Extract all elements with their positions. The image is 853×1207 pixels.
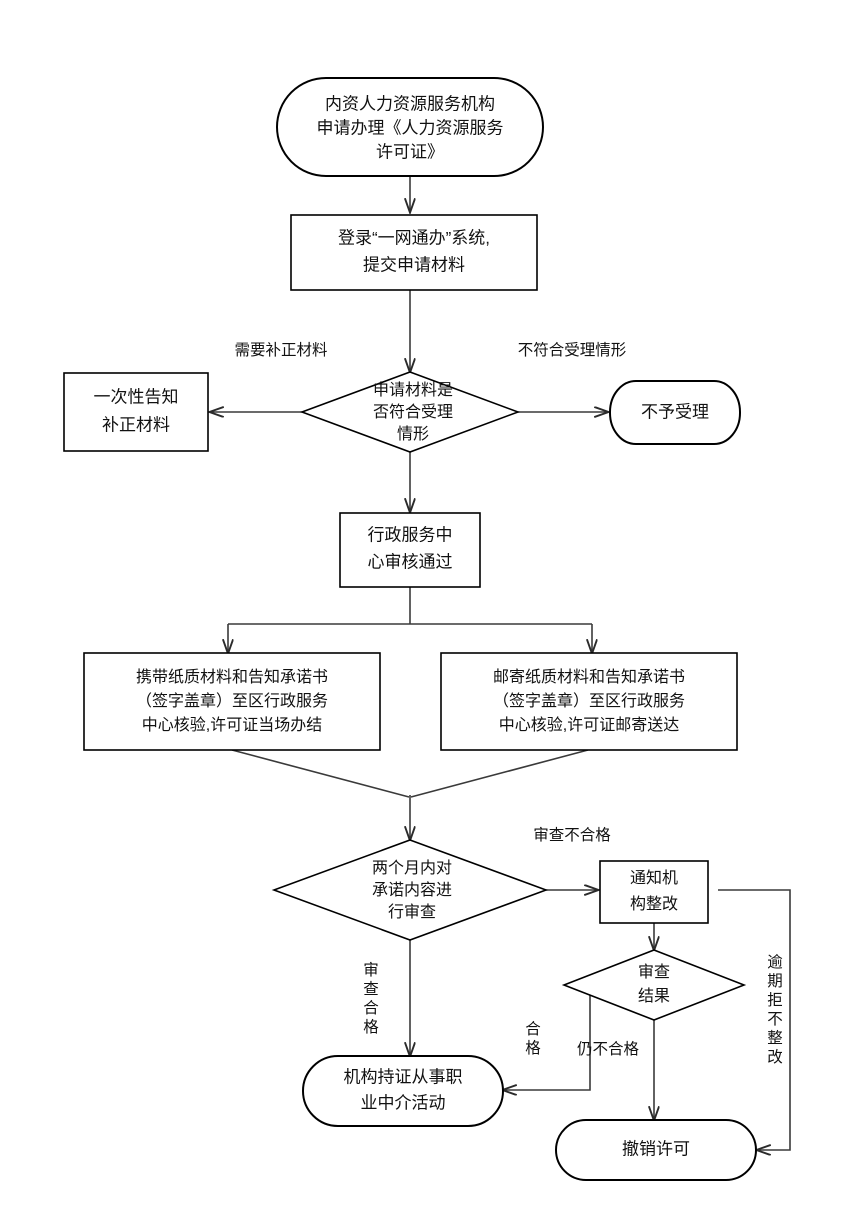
node-revoke-license-line-0: 撤销许可 (622, 1139, 690, 1158)
edge-label-need-correction: 需要补正材料 (234, 341, 327, 359)
node-submit-line-1: 提交申请材料 (363, 255, 465, 274)
node-submit[interactable]: 登录“一网通办”系统, 提交申请材料 (290, 214, 538, 291)
node-center-approved-line-0: 行政服务中 (368, 525, 453, 544)
node-center-approved-line-1: 心审核通过 (368, 552, 453, 571)
node-notify-rectify-line-0: 通知机 (630, 869, 678, 887)
node-bring-paper-line-2: 中心核验,许可证当场办结 (142, 716, 322, 734)
node-decision-review-line-2: 行审查 (388, 903, 436, 921)
node-start[interactable]: 内资人力资源服务机构 申请办理《人力资源服务 许可证》 (276, 77, 544, 177)
node-decision-accept-line-2: 情形 (397, 425, 429, 443)
node-bring-paper-line-0: 携带纸质材料和告知承诺书 (136, 668, 328, 686)
edge-label-overdue-refuse-rectify: 逾 期 拒 不 整 改 (767, 953, 783, 1066)
node-licensed-operate-line-0: 机构持证从事职 (344, 1067, 463, 1086)
edge-label-qualified: 合 格 (525, 1020, 541, 1057)
edge-label-overdue-char-3: 不 (767, 1011, 783, 1028)
node-notify-correction-line-1: 补正材料 (102, 415, 170, 434)
node-revoke-license[interactable]: 撤销许可 (555, 1119, 757, 1181)
node-submit-line-0: 登录“一网通办”系统, (338, 228, 490, 247)
edge-label-review-passed: 审 查 合 格 (363, 961, 379, 1036)
edge-label-review-passed-char-2: 合 (363, 999, 379, 1017)
node-decision-result-line-1: 结果 (638, 987, 670, 1005)
edge-label-review-passed-char-0: 审 (363, 961, 379, 979)
node-decision-review-line-1: 承诺内容进 (372, 881, 452, 899)
edge-label-review-passed-char-3: 格 (363, 1018, 379, 1036)
edge-label-overdue-char-1: 期 (767, 972, 783, 990)
node-decision-accept-line-0: 申请材料是 (373, 381, 453, 399)
edge-label-overdue-char-4: 整 (767, 1029, 783, 1047)
edge-bring-paper-merge (231, 749, 410, 798)
edge-label-layer: 需要补正材料 不符合受理情形 审查不合格 仍不合格 (234, 341, 639, 1058)
node-mail-paper-line-2: 中心核验,许可证邮寄送达 (499, 716, 679, 734)
node-decision-accept-line-1: 否符合受理 (373, 403, 453, 421)
edge-label-overdue-char-5: 改 (767, 1048, 783, 1066)
node-reject-accept-line-0: 不予受理 (641, 402, 709, 421)
edge-label-review-failed: 审查不合格 (533, 826, 611, 844)
node-decision-review[interactable]: 两个月内对 承诺内容进 行审查 (271, 839, 549, 941)
node-center-approved[interactable]: 行政服务中 心审核通过 (339, 512, 481, 588)
node-notify-rectify[interactable]: 通知机 构整改 (599, 860, 709, 924)
edge-label-overdue-char-0: 逾 (767, 953, 783, 971)
edge-label-review-passed-char-1: 查 (363, 980, 379, 998)
node-licensed-operate[interactable]: 机构持证从事职 业中介活动 (302, 1055, 504, 1127)
edge-label-not-eligible: 不符合受理情形 (518, 341, 627, 359)
edge-label-qualified-char-1: 格 (525, 1039, 541, 1057)
node-mail-paper-line-0: 邮寄纸质材料和告知承诺书 (493, 668, 685, 686)
node-notify-correction[interactable]: 一次性告知 补正材料 (63, 372, 209, 452)
edge-label-qualified-char-0: 合 (525, 1020, 541, 1038)
node-start-line-0: 内资人力资源服务机构 (325, 94, 495, 113)
node-decision-result[interactable]: 审查 结果 (561, 949, 747, 1021)
edge-label-overdue-char-2: 拒 (767, 991, 783, 1009)
node-decision-result-line-0: 审查 (638, 963, 670, 981)
node-reject-accept[interactable]: 不予受理 (609, 380, 741, 445)
node-licensed-operate-line-1: 业中介活动 (361, 1093, 446, 1112)
node-notify-rectify-line-1: 构整改 (630, 895, 678, 913)
node-notify-correction-line-0: 一次性告知 (94, 387, 179, 406)
edge-label-still-unqualified: 仍不合格 (577, 1040, 640, 1058)
connector-layer (210, 176, 791, 1150)
node-bring-paper[interactable]: 携带纸质材料和告知承诺书 （签字盖章）至区行政服务 中心核验,许可证当场办结 (83, 652, 381, 751)
node-bring-paper-line-1: （签字盖章）至区行政服务 (136, 692, 328, 710)
edge-mail-paper-merge (410, 749, 589, 798)
edge-decision-result-qualified-to-licensed (503, 985, 591, 1090)
edge-overdue-refuse-to-revoke (718, 889, 791, 1150)
node-decision-review-line-0: 两个月内对 (372, 859, 452, 877)
node-decision-accept[interactable]: 申请材料是 否符合受理 情形 (299, 371, 521, 453)
node-mail-paper-line-1: （签字盖章）至区行政服务 (493, 692, 685, 710)
node-start-line-2: 许可证》 (376, 142, 444, 161)
node-mail-paper[interactable]: 邮寄纸质材料和告知承诺书 （签字盖章）至区行政服务 中心核验,许可证邮寄送达 (440, 652, 738, 751)
node-start-line-1: 申请办理《人力资源服务 (317, 118, 504, 137)
